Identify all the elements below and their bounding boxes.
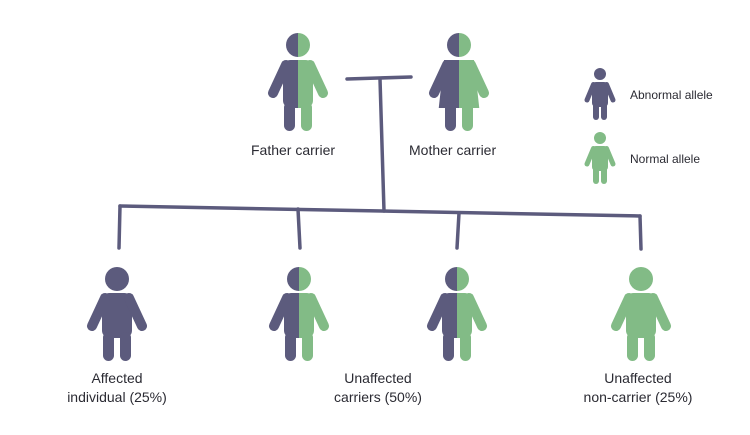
- pedigree-connectors: [117, 75, 643, 251]
- child-1-label: Affected individual (25%): [57, 369, 177, 407]
- child-4-label: Unaffected non-carrier (25%): [573, 369, 703, 407]
- child-3-figure: [427, 267, 487, 361]
- descent-line: [378, 77, 386, 213]
- child-4-label-line2: non-carrier (25%): [583, 389, 693, 405]
- legend-abnormal-label: Abnormal allele: [630, 88, 713, 102]
- child-1-drop: [117, 204, 122, 250]
- child-2-label-line2: carriers (50%): [334, 389, 422, 405]
- child-1-figure: [87, 267, 147, 361]
- child-2-label: Unaffected carriers (50%): [318, 369, 438, 407]
- legend-normal-icon: [584, 132, 616, 184]
- legend-normal-label: Normal allele: [630, 152, 701, 166]
- child-3-drop: [455, 211, 461, 250]
- child-2-label-line1: Unaffected: [344, 370, 412, 386]
- child-2-figure: [269, 267, 329, 361]
- mother-label: Mother carrier: [409, 142, 497, 158]
- sibship-line: [118, 204, 642, 218]
- mother-figure: [429, 33, 489, 131]
- child-2-drop: [296, 207, 302, 250]
- child-4-figure: [611, 267, 671, 361]
- child-4-drop: [638, 214, 643, 251]
- child-1-label-line2: individual (25%): [67, 389, 167, 405]
- child-1-label-line1: Affected: [91, 370, 143, 386]
- child-4-label-line1: Unaffected: [604, 370, 672, 386]
- father-figure: [268, 33, 328, 131]
- legend-abnormal-icon: [584, 68, 616, 120]
- father-label: Father carrier: [251, 142, 336, 158]
